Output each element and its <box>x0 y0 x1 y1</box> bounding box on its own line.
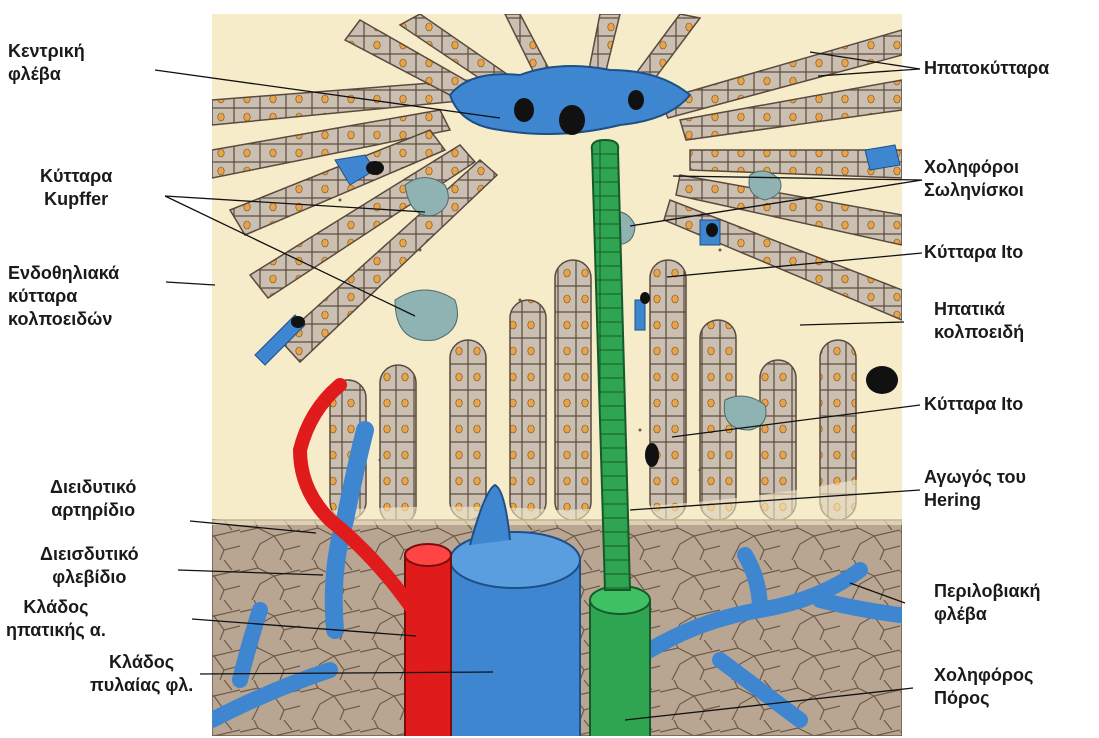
label-hepatocytes: Ηπατοκύτταρα <box>924 57 1049 80</box>
label-interlobular-vein: Περιλοβιακή φλέβα <box>934 580 1041 626</box>
label-endothelial-cells: Ενδοθηλιακά κύτταρα κολποειδών <box>8 262 119 331</box>
label-hepatic-sinusoids: Ηπατικά κολποειδή <box>934 298 1024 344</box>
central-vein-lumen-2 <box>559 105 585 135</box>
central-vein-lumen-3 <box>628 90 644 110</box>
label-kupffer-cells: Κύτταρα Kupffer <box>40 165 112 211</box>
label-canal-of-hering: Αγωγός του Hering <box>924 466 1026 512</box>
label-penetrating-venule: Διεισδυτικό φλεβίδιο <box>40 543 139 589</box>
label-ito-cells-upper: Κύτταρα Ito <box>924 241 1023 264</box>
label-penetrating-arteriole: Διειδυτικό αρτηρίδιο <box>50 476 136 522</box>
label-bile-canaliculi: Χοληφόροι Σωληνίσκοι <box>924 156 1024 202</box>
label-portal-vein-branch: Κλάδος πυλαίας φλ. <box>90 651 193 697</box>
label-bile-duct: Χοληφόρος Πόρος <box>934 664 1033 710</box>
label-hepatic-artery-branch: Κλάδος ηπατικής α. <box>6 596 106 642</box>
central-vein-lumen-1 <box>514 98 534 122</box>
leader-endothelial <box>166 282 215 285</box>
bile-duct <box>590 586 650 738</box>
label-central-vein: Κεντρική φλέβα <box>8 40 85 86</box>
label-ito-cells-lower: Κύτταρα Ito <box>924 393 1023 416</box>
hepatic-artery-branch <box>405 544 451 738</box>
